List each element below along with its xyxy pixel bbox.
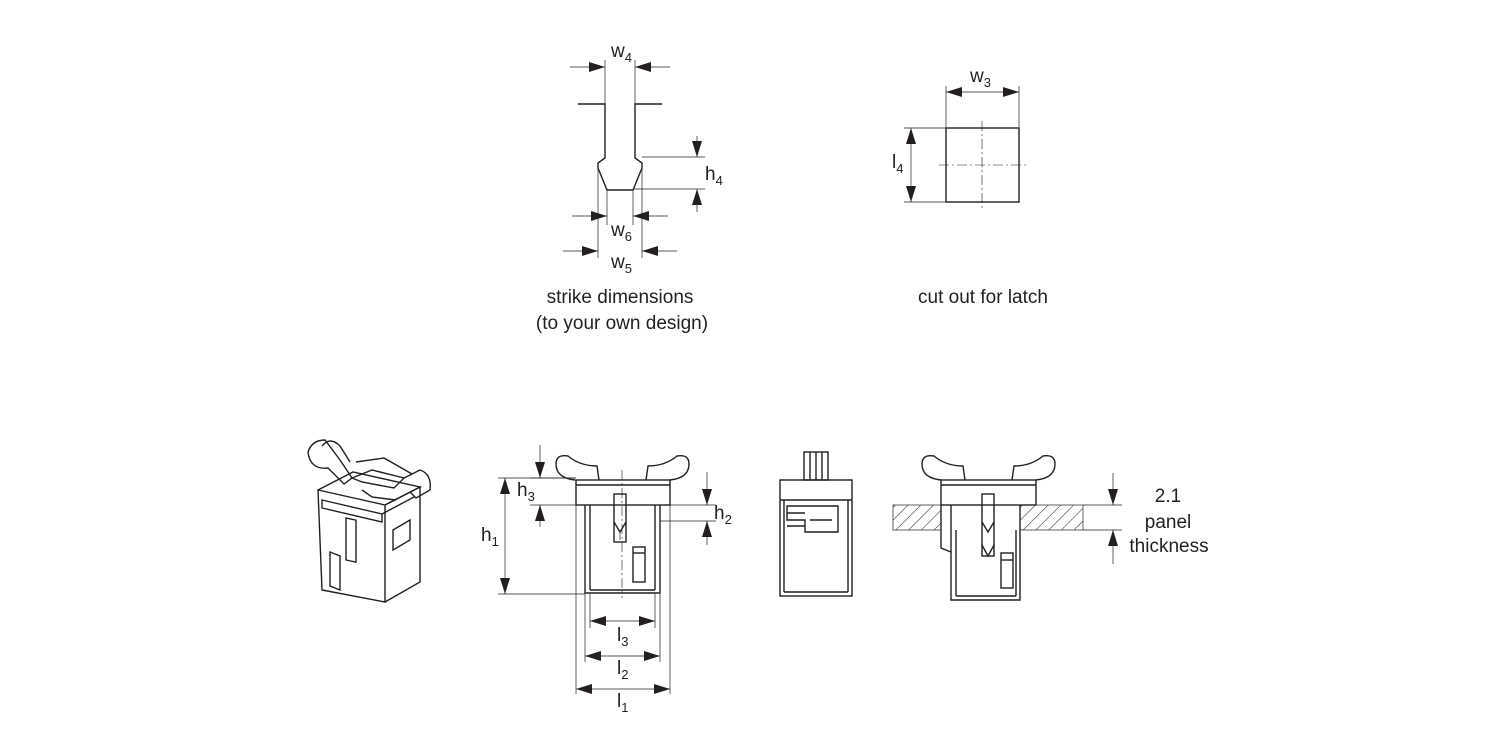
strike-dimension-w4: w4 — [570, 41, 670, 104]
front-dimension-h3: h3 — [517, 445, 585, 527]
cutout-dimension-w3: w3 — [945, 66, 1020, 128]
svg-text:h2: h2 — [714, 503, 732, 527]
front-dimension-l1: l1 — [575, 505, 671, 715]
svg-text:w6: w6 — [610, 220, 632, 244]
svg-text:l1: l1 — [617, 691, 628, 715]
svg-text:l3: l3 — [617, 625, 628, 649]
svg-text:h3: h3 — [517, 480, 535, 504]
front-dimension-l2: l2 — [584, 594, 661, 682]
strike-dimension-w6: w6 — [572, 190, 668, 244]
svg-text:w4: w4 — [610, 41, 632, 65]
latch-panel-view — [892, 454, 1084, 601]
strike-profile — [578, 103, 662, 191]
strike-dimension-w5: w5 — [563, 168, 677, 276]
cutout-caption: cut out for latch — [918, 287, 1048, 308]
cutout-square — [939, 121, 1026, 209]
svg-text:w5: w5 — [610, 252, 632, 276]
latch-side-view — [779, 451, 853, 597]
thickness-label: thickness — [1129, 536, 1208, 557]
svg-text:w3: w3 — [969, 66, 991, 90]
svg-text:l4: l4 — [892, 152, 903, 176]
latch-isometric-view — [307, 439, 431, 603]
panel-thickness-dimension: 2.1 panel thickness — [1083, 473, 1209, 564]
front-dimension-h2: h2 — [660, 472, 732, 545]
svg-text:h4: h4 — [705, 164, 723, 188]
panel-thickness-value: 2.1 — [1155, 486, 1181, 507]
svg-text:l2: l2 — [617, 658, 628, 682]
cutout-dimension-l4: l4 — [892, 127, 946, 203]
latch-front-view — [555, 454, 690, 598]
strike-caption-line1: strike dimensions — [547, 287, 694, 308]
strike-dimension-h4: h4 — [633, 136, 723, 212]
panel-label: panel — [1145, 512, 1192, 533]
strike-caption-line2: (to your own design) — [536, 313, 708, 334]
svg-text:h1: h1 — [481, 525, 499, 549]
front-dimension-l3: l3 — [589, 594, 656, 649]
